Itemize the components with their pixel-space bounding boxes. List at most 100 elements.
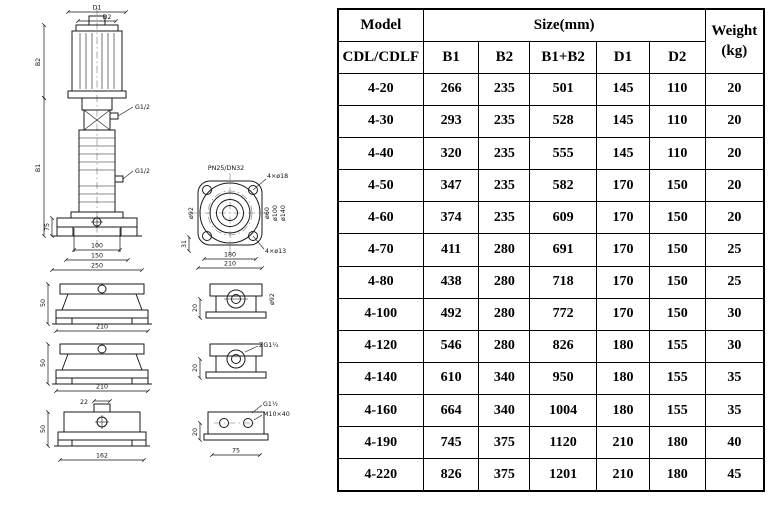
cell-weight: 20: [704, 72, 765, 106]
port-label-lower: G1/2: [135, 168, 150, 175]
cell-model: 4-50: [337, 169, 424, 203]
header-model: Model: [337, 8, 424, 42]
cell-model: 4-20: [337, 72, 424, 106]
header-b1: B1: [422, 40, 480, 74]
cell-b1b2: 582: [529, 169, 598, 203]
header-size: Size(mm): [422, 8, 706, 42]
dim-50-row2: 50: [40, 299, 47, 307]
cell-b2: 375: [478, 426, 531, 460]
dim-180: 180: [224, 252, 236, 259]
cell-d2: 180: [648, 426, 706, 460]
table-row: 4-190 745 375 1120 210 180 40: [337, 426, 765, 460]
flange-rating-label: PN25/DN32: [208, 165, 244, 172]
row4-dimensions: 22 50 162 G1½ M10×40 75 20: [40, 399, 290, 462]
cell-b1b2: 718: [529, 265, 598, 299]
cell-d1: 170: [596, 169, 650, 203]
cell-b1: 546: [422, 329, 480, 363]
header-b2: B2: [478, 40, 531, 74]
header-d1: D1: [596, 40, 650, 74]
base-side-view-1: [52, 283, 152, 325]
bolt-m10-label: M10×40: [263, 411, 290, 418]
cell-b2: 235: [478, 201, 531, 235]
cell-model: 4-100: [337, 297, 424, 331]
cell-weight: 30: [704, 329, 765, 363]
cell-d2: 150: [648, 169, 706, 203]
header-model-sub: CDL/CDLF: [337, 40, 424, 74]
cell-d1: 145: [596, 104, 650, 139]
row2-dimensions: 50 210 ø92 20: [40, 282, 276, 333]
cell-model: 4-80: [337, 265, 424, 299]
cell-d2: 150: [648, 297, 706, 331]
cell-weight: 20: [704, 104, 765, 139]
cell-weight: 35: [704, 393, 765, 428]
front-view: [52, 8, 142, 250]
cell-b1: 374: [422, 201, 480, 235]
cell-model: 4-60: [337, 201, 424, 235]
front-view-dimensions: D1 D2 B2 B1 75 G1/2 G1/2 100 150 250: [35, 5, 150, 272]
port-detail-view-2: [205, 343, 267, 379]
header-weight: Weight (kg): [704, 8, 765, 74]
base-side-view-3: [54, 403, 150, 447]
dim-210-top: 210: [224, 261, 236, 268]
pump-technical-drawing: D1 D2 B2 B1 75 G1/2 G1/2 100 150 250: [2, 0, 335, 500]
cell-d1: 210: [596, 458, 650, 492]
cell-weight: 20: [704, 201, 765, 235]
cell-d1: 170: [596, 297, 650, 331]
cell-b1b2: 1004: [529, 393, 598, 428]
cell-d1: 180: [596, 329, 650, 363]
cell-b1b2: 501: [529, 72, 598, 106]
table-row: 4-140 610 340 950 180 155 35: [337, 361, 765, 396]
cell-b1b2: 772: [529, 297, 598, 331]
dim-d1: D1: [93, 5, 102, 12]
dia-92-row2: ø92: [269, 293, 276, 305]
table-row: 4-60 374 235 609 170 150 20: [337, 201, 765, 235]
cell-model: 4-30: [337, 104, 424, 139]
cell-b1: 438: [422, 265, 480, 299]
cell-model: 4-140: [337, 361, 424, 396]
cell-model: 4-190: [337, 426, 424, 460]
cell-b2: 280: [478, 297, 531, 331]
bolt-holes-18-label: 4×ø18: [267, 173, 288, 180]
cell-b1b2: 555: [529, 136, 598, 171]
cell-d2: 180: [648, 458, 706, 492]
top-view-labels: PN25/DN32 4×ø18 ø92 ø60 ø100 ø140 31 4×ø…: [181, 165, 288, 270]
cell-b1: 266: [422, 72, 480, 106]
port-detail-view-3: [203, 404, 269, 441]
table-row: 4-20 266 235 501 145 110 20: [337, 72, 765, 106]
cell-b1: 320: [422, 136, 480, 171]
cell-b1: 492: [422, 297, 480, 331]
row3-dimensions: 50 210 ZG1¼ 20: [40, 342, 278, 393]
cell-d1: 180: [596, 393, 650, 428]
cell-model: 4-160: [337, 393, 424, 428]
cell-b2: 235: [478, 104, 531, 139]
cell-b1: 826: [422, 458, 480, 492]
cell-b1: 293: [422, 104, 480, 139]
dim-100: 100: [91, 243, 103, 250]
cell-weight: 45: [704, 458, 765, 492]
cell-d1: 145: [596, 72, 650, 106]
table-row: 4-50 347 235 582 170 150 20: [337, 169, 765, 203]
cell-d2: 110: [648, 104, 706, 139]
cell-b1b2: 609: [529, 201, 598, 235]
table-row: 4-70 411 280 691 170 150 25: [337, 233, 765, 267]
cell-d2: 155: [648, 393, 706, 428]
port-detail-view-1: [205, 283, 267, 319]
dia-60-label: ø60: [264, 207, 271, 219]
dim-50-row4: 50: [40, 425, 47, 433]
dim-b1: B1: [35, 164, 42, 172]
cell-b1: 347: [422, 169, 480, 203]
cell-model: 4-70: [337, 233, 424, 267]
cell-d1: 210: [596, 426, 650, 460]
bolt-holes-13-label: 4×ø13: [265, 248, 286, 255]
dia-100-label: ø100: [272, 205, 279, 221]
cell-d1: 170: [596, 233, 650, 267]
cell-d1: 170: [596, 201, 650, 235]
header-d2: D2: [648, 40, 706, 74]
header-weight-unit: (kg): [721, 43, 748, 60]
cell-d2: 150: [648, 233, 706, 267]
dim-210-row2: 210: [96, 324, 108, 331]
cell-b2: 235: [478, 72, 531, 106]
port-label-upper: G1/2: [135, 104, 150, 111]
table-row: 4-100 492 280 772 170 150 30: [337, 297, 765, 331]
